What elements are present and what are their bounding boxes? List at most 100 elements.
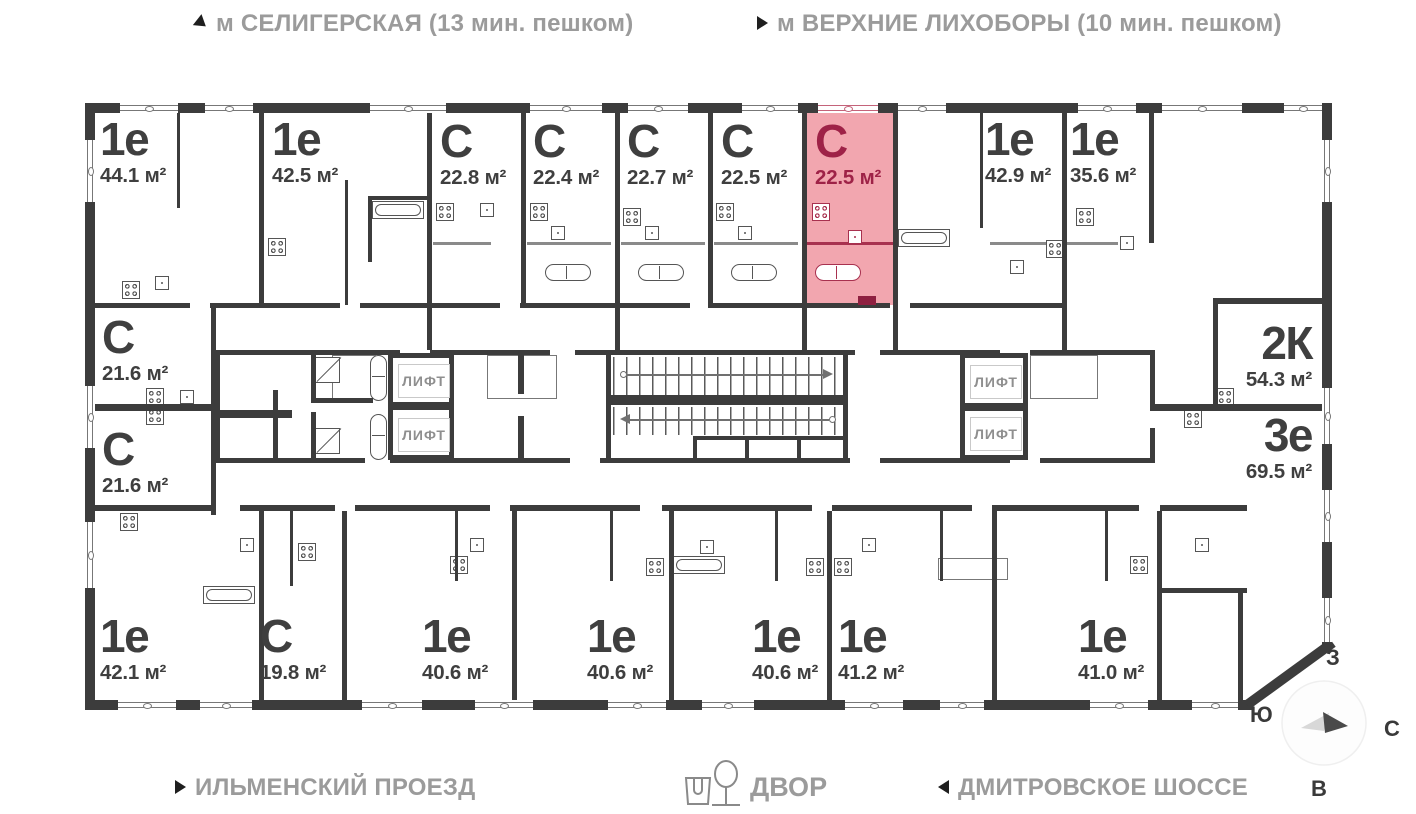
station-text: м СЕЛИГЕРСКАЯ (13 мин. пешком) <box>216 10 634 37</box>
elevator-label: ЛИФТ <box>398 418 450 452</box>
stair-arrow <box>625 374 825 376</box>
unit-area: 40.6 м² <box>422 661 489 684</box>
unit-area: 22.4 м² <box>533 166 600 189</box>
wall <box>708 113 713 308</box>
wall <box>215 350 400 355</box>
wall <box>240 505 335 511</box>
wall <box>693 436 843 440</box>
wall <box>216 410 292 418</box>
wall <box>880 350 1000 355</box>
stair-arrow-start <box>829 416 836 423</box>
wall <box>342 511 347 700</box>
wall <box>962 403 1026 411</box>
unit-type: 2К <box>1261 317 1313 369</box>
stove-icon <box>812 203 830 221</box>
stove-icon <box>122 281 140 299</box>
wall <box>843 352 848 458</box>
wall <box>669 511 674 700</box>
unit-type: 3е <box>1263 409 1314 461</box>
cabinet <box>1030 355 1098 399</box>
stove-icon <box>1130 556 1148 574</box>
window <box>702 700 754 710</box>
unit-type: 1е <box>985 113 1035 165</box>
wall-stub-highlight <box>858 296 876 305</box>
pill-icon <box>545 264 591 281</box>
sink-icon <box>1195 538 1209 552</box>
wall <box>980 113 983 228</box>
wall <box>85 700 1252 710</box>
wall <box>710 303 890 308</box>
window <box>475 700 533 710</box>
elevator-label: ЛИФТ <box>398 364 450 398</box>
unit-type: 1е <box>1078 610 1128 662</box>
stove-icon <box>646 558 664 576</box>
sink-icon <box>155 276 169 290</box>
window <box>118 700 176 710</box>
unit-area: 22.5 м² <box>721 166 788 189</box>
stove-icon <box>623 208 641 226</box>
wall <box>802 308 807 350</box>
stove-icon <box>268 238 286 256</box>
window <box>608 700 666 710</box>
wall <box>960 455 1028 460</box>
shower-icon <box>314 428 340 454</box>
wall <box>1062 308 1067 350</box>
compass-east-label: В <box>1311 776 1327 801</box>
window <box>940 700 984 710</box>
window <box>898 103 946 113</box>
wall <box>345 180 348 305</box>
wall <box>662 505 812 511</box>
window <box>205 103 253 113</box>
pill-icon <box>731 264 777 281</box>
wall <box>512 511 517 700</box>
courtyard-icon <box>684 760 740 806</box>
window <box>1322 388 1332 444</box>
unit-type: 1е <box>752 610 802 662</box>
window <box>1078 103 1136 113</box>
wall <box>832 505 972 511</box>
stove-icon <box>450 556 468 574</box>
wall <box>880 458 1010 463</box>
wall <box>610 511 613 581</box>
unit-area: 69.5 м² <box>1245 460 1312 483</box>
stair-flight <box>613 407 841 435</box>
window <box>120 103 178 113</box>
wall <box>1238 592 1243 700</box>
wall <box>1213 298 1218 409</box>
unit-area: 19.8 м² <box>260 661 327 684</box>
window <box>1090 700 1148 710</box>
wall <box>390 458 570 463</box>
pillv-icon <box>370 355 387 401</box>
window <box>1322 598 1332 642</box>
courtyard-label: ДВОР <box>750 772 828 802</box>
window <box>85 140 95 202</box>
wall <box>177 113 180 208</box>
unit-area: 40.6 м² <box>752 661 819 684</box>
wall <box>606 352 611 458</box>
wall <box>290 511 293 586</box>
stove-icon <box>120 513 138 531</box>
selected-unit-highlight[interactable] <box>812 296 858 305</box>
wall <box>1149 113 1154 243</box>
